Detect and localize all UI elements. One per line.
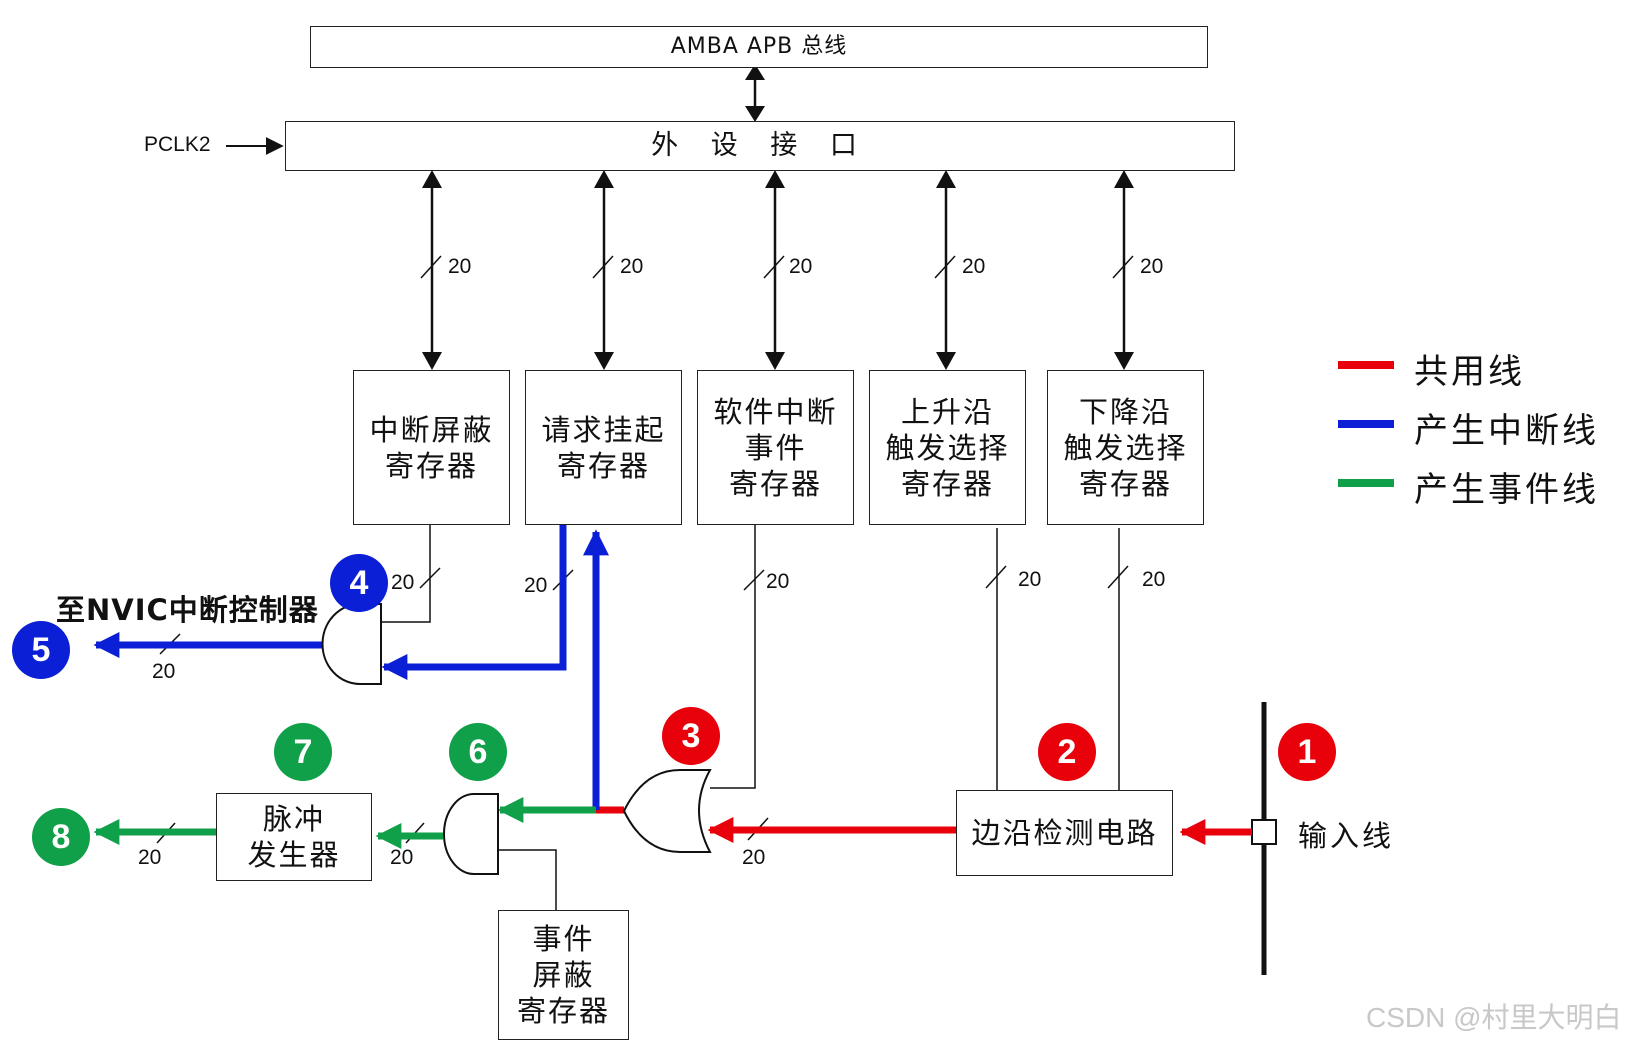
width-label-pending-out: 20 <box>524 574 548 597</box>
badge-1: 1 <box>1278 723 1336 781</box>
amba-apb-bus: AMBA APB 总线 <box>310 26 1208 68</box>
blue-pending-to-and <box>381 512 567 680</box>
rising-trigger-register: 上升沿 触发选择 寄存器 <box>869 370 1026 525</box>
link-software-interrupt <box>763 170 785 370</box>
width-label-falling-bus: 20 <box>1140 255 1164 278</box>
width-label-software-out: 20 <box>766 570 790 593</box>
width-label-rising-out: 20 <box>1018 568 1042 591</box>
legend-swatch-interrupt <box>1338 420 1394 428</box>
width-label-interrupt-mask-out: 20 <box>391 571 415 594</box>
legend-label-interrupt: 产生中断线 <box>1414 411 1599 451</box>
badge-3: 3 <box>662 707 720 765</box>
interrupt-mask-register-label: 中断屏蔽 寄存器 <box>369 412 494 483</box>
legend-swatch-shared <box>1338 361 1394 369</box>
width-label-or-input: 20 <box>742 846 766 869</box>
badge-8: 8 <box>32 808 90 866</box>
width-label-interrupt-mask-bus: 20 <box>448 255 472 278</box>
falling-trigger-register-label: 下降沿 触发选择 寄存器 <box>1063 394 1188 501</box>
pulse-generator: 脉冲 发生器 <box>216 793 372 881</box>
badge-6: 6 <box>449 723 507 781</box>
edge-detect-circuit-label: 边沿检测电路 <box>971 816 1158 850</box>
watermark: CSDN @村里大明白 <box>1366 1002 1622 1033</box>
or-gate <box>622 769 712 853</box>
width-label-pulse-in: 20 <box>390 846 414 869</box>
pending-request-register-label: 请求挂起 寄存器 <box>541 412 666 483</box>
event-and-gate <box>443 793 499 875</box>
legend-swatch-event <box>1338 479 1394 487</box>
event-mask-register-label: 事件 屏蔽 寄存器 <box>516 922 610 1028</box>
legend-label-shared: 共用线 <box>1414 352 1525 392</box>
width-label-pending-bus: 20 <box>620 255 644 278</box>
peripheral-interface: 外 设 接 口 <box>285 121 1235 171</box>
link-interrupt-mask <box>420 170 442 370</box>
width-label-nvic: 20 <box>152 660 176 683</box>
software-interrupt-event-register-label: 软件中断 事件 寄存器 <box>713 394 838 501</box>
control-wires <box>156 525 1129 912</box>
event-mask-register: 事件 屏蔽 寄存器 <box>498 910 629 1040</box>
input-line-label: 输入线 <box>1298 819 1395 853</box>
pclk2-label: PCLK2 <box>144 133 211 156</box>
width-label-falling-out: 20 <box>1142 568 1166 591</box>
interrupt-and-gate <box>321 603 382 685</box>
peripheral-interface-label: 外 设 接 口 <box>651 130 869 161</box>
link-pending-request <box>592 170 614 370</box>
input-pin <box>1251 819 1277 845</box>
legend-label-event: 产生事件线 <box>1414 470 1599 510</box>
falling-trigger-register: 下降沿 触发选择 寄存器 <box>1047 370 1204 525</box>
bus-label: AMBA APB 总线 <box>670 34 848 59</box>
bus-interface-link <box>745 64 765 122</box>
rising-trigger-register-label: 上升沿 触发选择 寄存器 <box>885 394 1010 501</box>
edge-detect-circuit: 边沿检测电路 <box>956 790 1173 876</box>
badge-2: 2 <box>1038 723 1096 781</box>
link-falling-trigger <box>1112 170 1134 370</box>
badge-7: 7 <box>274 723 332 781</box>
pending-request-register: 请求挂起 寄存器 <box>525 370 682 525</box>
width-label-event-out: 20 <box>138 846 162 869</box>
width-label-software-bus: 20 <box>789 255 813 278</box>
badge-4: 4 <box>330 554 388 612</box>
to-nvic-label: 至NVIC中断控制器 <box>56 593 319 627</box>
badge-5: 5 <box>12 621 70 679</box>
pulse-generator-label: 脉冲 发生器 <box>247 802 341 872</box>
width-label-rising-bus: 20 <box>962 255 986 278</box>
link-rising-trigger <box>934 170 956 370</box>
interrupt-mask-register: 中断屏蔽 寄存器 <box>353 370 510 525</box>
software-interrupt-event-register: 软件中断 事件 寄存器 <box>697 370 854 525</box>
register-bus-links <box>420 170 1134 370</box>
